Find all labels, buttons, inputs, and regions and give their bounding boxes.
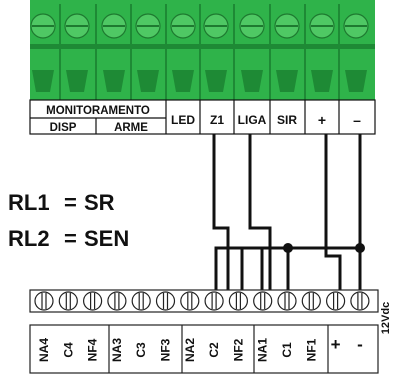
bottom-screw-4 (107, 291, 127, 311)
bottom-screw-10 (253, 291, 273, 311)
screw-9 (309, 13, 335, 39)
terminal-label-minus: – (353, 112, 361, 128)
sub-label-arme: ARME (114, 122, 148, 134)
bottom-screw-14 (350, 291, 370, 311)
bottom-terminal-label-na4: NA4 (37, 338, 51, 362)
junction-dot-2 (355, 243, 365, 253)
bottom-terminal-label-c1: C1 (280, 342, 294, 358)
terminal-label-sir: SIR (277, 113, 297, 127)
sub-label-disp: DISP (50, 122, 77, 134)
group-label-monitoramento: MONITORAMENTO (46, 105, 150, 117)
bottom-screw-9 (228, 291, 248, 311)
screw-5 (170, 13, 196, 39)
screw-4 (135, 13, 161, 39)
legend-rl2-eq: = (64, 226, 77, 251)
bottom-terminal-label-c2: C2 (207, 342, 221, 358)
bottom-terminal-label-nf3: NF3 (159, 338, 173, 361)
connector-band (30, 44, 375, 49)
bottom-terminal-label-nf4: NF4 (86, 338, 100, 361)
bottom-screw-11 (277, 291, 297, 311)
wires (212, 134, 362, 290)
bottom-terminal-label-minus: - (357, 335, 363, 354)
terminal-label-led: LED (171, 113, 195, 127)
bottom-screw-2 (58, 291, 78, 311)
wire-slots (32, 70, 367, 92)
screw-6 (203, 13, 229, 39)
bottom-terminal-label-c4: C4 (61, 342, 75, 358)
screw-1 (30, 13, 56, 39)
junction-dot-1 (283, 243, 293, 253)
bottom-screw-13 (326, 291, 346, 311)
voltage-label: 12Vdc (380, 302, 392, 334)
screw-10 (343, 13, 369, 39)
screw-8 (274, 13, 300, 39)
screw-7 (239, 13, 265, 39)
bottom-screw-8 (204, 291, 224, 311)
bottom-terminal-label-plus: + (331, 335, 341, 354)
terminal-label-z1: Z1 (210, 113, 224, 127)
legend-rl1-relay: RL1 (8, 190, 50, 215)
bottom-screw-5 (131, 291, 151, 311)
bottom-terminal-label-na3: NA3 (110, 338, 124, 362)
screw-row (30, 13, 369, 39)
bottom-screw-3 (82, 291, 103, 311)
wire-liga (248, 134, 272, 290)
legend-rl1-eq: = (64, 190, 77, 215)
bottom-terminal-label-na2: NA2 (183, 338, 197, 362)
wire-bus-na (214, 246, 360, 290)
relay-legend: RL1 = SR RL2 = SEN (8, 190, 129, 251)
terminal-label-plus: + (318, 112, 326, 128)
wire-plus (324, 134, 342, 290)
terminal-label-liga: LIGA (238, 113, 267, 127)
bottom-screw-strip (29, 289, 379, 313)
wire-z1 (212, 134, 230, 290)
bottom-terminal-label-nf1: NF1 (304, 338, 318, 361)
bottom-terminal-block: NA4 C4 NF4 NA3 C3 NF3 NA2 C2 NF2 NA1 C1 NF1 +- 12Vdc (29, 289, 392, 374)
bottom-screw-1 (34, 291, 54, 311)
legend-rl1-func: SR (84, 190, 115, 215)
bottom-screw-12 (301, 291, 321, 311)
bottom-screw-7 (180, 291, 200, 311)
bottom-terminal-label-nf2: NF2 (231, 338, 245, 361)
screw-3 (101, 13, 127, 39)
bottom-screw-6 (155, 291, 176, 311)
bottom-label-strip (29, 324, 379, 374)
screw-2 (64, 13, 90, 39)
legend-rl2-relay: RL2 (8, 226, 50, 251)
bottom-screws (34, 291, 370, 311)
connector-separators (59, 4, 340, 100)
label-strip-border (29, 99, 376, 135)
bottom-terminal-label-na1: NA1 (256, 338, 270, 362)
bottom-terminal-label-c3: C3 (134, 342, 148, 358)
top-connector (30, 0, 375, 100)
legend-rl2-func: SEN (84, 226, 129, 251)
bottom-terminal-labels: NA4 C4 NF4 NA3 C3 NF3 NA2 C2 NF2 NA1 C1 NF1 +- (37, 335, 363, 362)
top-label-strip: MONITORAMENTO DISP ARME LED Z1 LIGA SIR … (29, 99, 376, 135)
